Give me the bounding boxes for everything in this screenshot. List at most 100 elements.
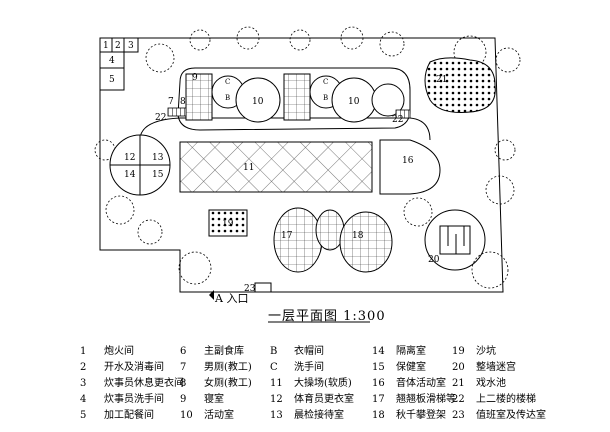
room-1-label: 1	[103, 41, 109, 51]
legend-text: 主副食库	[204, 346, 244, 357]
legend-item: 1 炮火间	[80, 346, 134, 358]
legend-text: 翘翘板滑梯等	[396, 394, 456, 405]
legend-key: 17	[372, 394, 385, 405]
legend-text: 炮火间	[104, 346, 134, 357]
legend-key: 16	[372, 378, 385, 389]
health-block	[109, 134, 171, 196]
room-21-label: 21	[436, 75, 447, 85]
legend-key: 11	[270, 378, 283, 389]
play-area-17-18	[273, 207, 393, 273]
legend-key: 5	[80, 410, 87, 421]
gatehouse-23	[254, 282, 272, 293]
classroom-unit-2	[283, 73, 405, 123]
legend-text: 炊事员休息更衣间	[104, 378, 184, 389]
legend-key: 6	[180, 346, 187, 357]
legend-text: 衣帽间	[294, 346, 324, 357]
legend-text: 隔离室	[396, 346, 426, 357]
legend-text: 加工配餐间	[104, 410, 154, 421]
room-18-label: 18	[352, 231, 364, 241]
music-hall-16	[379, 139, 441, 195]
stair-left	[167, 107, 187, 117]
room-2-label: 2	[115, 41, 121, 51]
legend-item: 7 男厕(教工)	[180, 362, 252, 374]
legend-text: 男厕(教工)	[204, 362, 252, 373]
legend-key: 14	[372, 346, 385, 357]
legend-item: 23 值班室及传达室	[452, 410, 546, 422]
legend-item: 6 主副食库	[180, 346, 244, 358]
legend-key: B	[270, 346, 278, 357]
legend-key: 10	[180, 410, 193, 421]
legend-text: 值班室及传达室	[476, 410, 546, 421]
legend-text: 整墙迷宫	[476, 362, 516, 373]
room-10b-label: 10	[348, 97, 360, 107]
legend-text: 秋千攀登架	[396, 410, 446, 421]
legend-key: 8	[180, 378, 187, 389]
room-20-label: 20	[428, 255, 440, 265]
entrance-label: A 入口	[215, 292, 249, 305]
legend-item: 20 整墙迷宫	[452, 362, 516, 374]
legend-text: 戏水池	[476, 378, 506, 389]
legend-item: 17 翘翘板滑梯等	[372, 394, 456, 406]
maze-20	[424, 209, 486, 271]
legend-item: 14 隔离室	[372, 346, 426, 358]
room-3-label: 3	[128, 41, 134, 51]
legend-key: 23	[452, 410, 465, 421]
legend-key: 1	[80, 346, 87, 357]
room-c1-label: C	[225, 78, 230, 86]
room-13-label: 13	[152, 153, 164, 163]
legend-key: 13	[270, 410, 283, 421]
room-10a-label: 10	[252, 97, 264, 107]
legend-text: 洗手间	[294, 362, 324, 373]
legend-text: 寝室	[204, 394, 224, 405]
room-9-label: 9	[192, 73, 198, 83]
room-8-label: 8	[180, 97, 186, 107]
legend-text: 活动室	[204, 410, 234, 421]
legend-key: 18	[372, 410, 385, 421]
legend-key: C	[270, 362, 278, 373]
room-12-label: 12	[124, 153, 135, 163]
classroom-unit-1	[185, 73, 281, 123]
legend-key: 7	[180, 362, 187, 373]
room-17-label: 17	[281, 231, 293, 241]
pool-21	[424, 57, 496, 113]
room-19-label: 19	[222, 219, 234, 229]
room-11-label: 11	[243, 163, 254, 173]
legend-item: 16 音体活动室	[372, 378, 446, 390]
legend-key: 12	[270, 394, 283, 405]
site-boundary	[99, 37, 504, 293]
room-7-label: 7	[168, 97, 174, 107]
legend-item: 10 活动室	[180, 410, 234, 422]
legend-key: 21	[452, 378, 465, 389]
kitchen-block	[99, 37, 139, 91]
room-16-label: 16	[402, 156, 414, 166]
room-b1-label: B	[225, 94, 230, 102]
legend-item: C 洗手间	[270, 362, 324, 374]
legend-key: 19	[452, 346, 465, 357]
legend-item: 13 晨检接待室	[270, 410, 344, 422]
stair-right	[395, 109, 411, 119]
legend-key: 22	[452, 394, 465, 405]
legend-key: 15	[372, 362, 385, 373]
room-15-label: 15	[152, 170, 164, 180]
legend-text: 晨检接待室	[294, 410, 344, 421]
sandpit-19	[208, 209, 248, 237]
legend-text: 音体活动室	[396, 378, 446, 389]
room-22b-label: 22	[392, 115, 403, 125]
room-22a-label: 22	[155, 113, 166, 123]
room-5-label: 5	[109, 75, 115, 85]
room-b2-label: B	[323, 94, 328, 102]
legend-item: 18 秋千攀登架	[372, 410, 446, 422]
legend-item: 21 戏水池	[452, 378, 506, 390]
legend-key: 20	[452, 362, 465, 373]
legend-key: 2	[80, 362, 87, 373]
legend-key: 4	[80, 394, 87, 405]
